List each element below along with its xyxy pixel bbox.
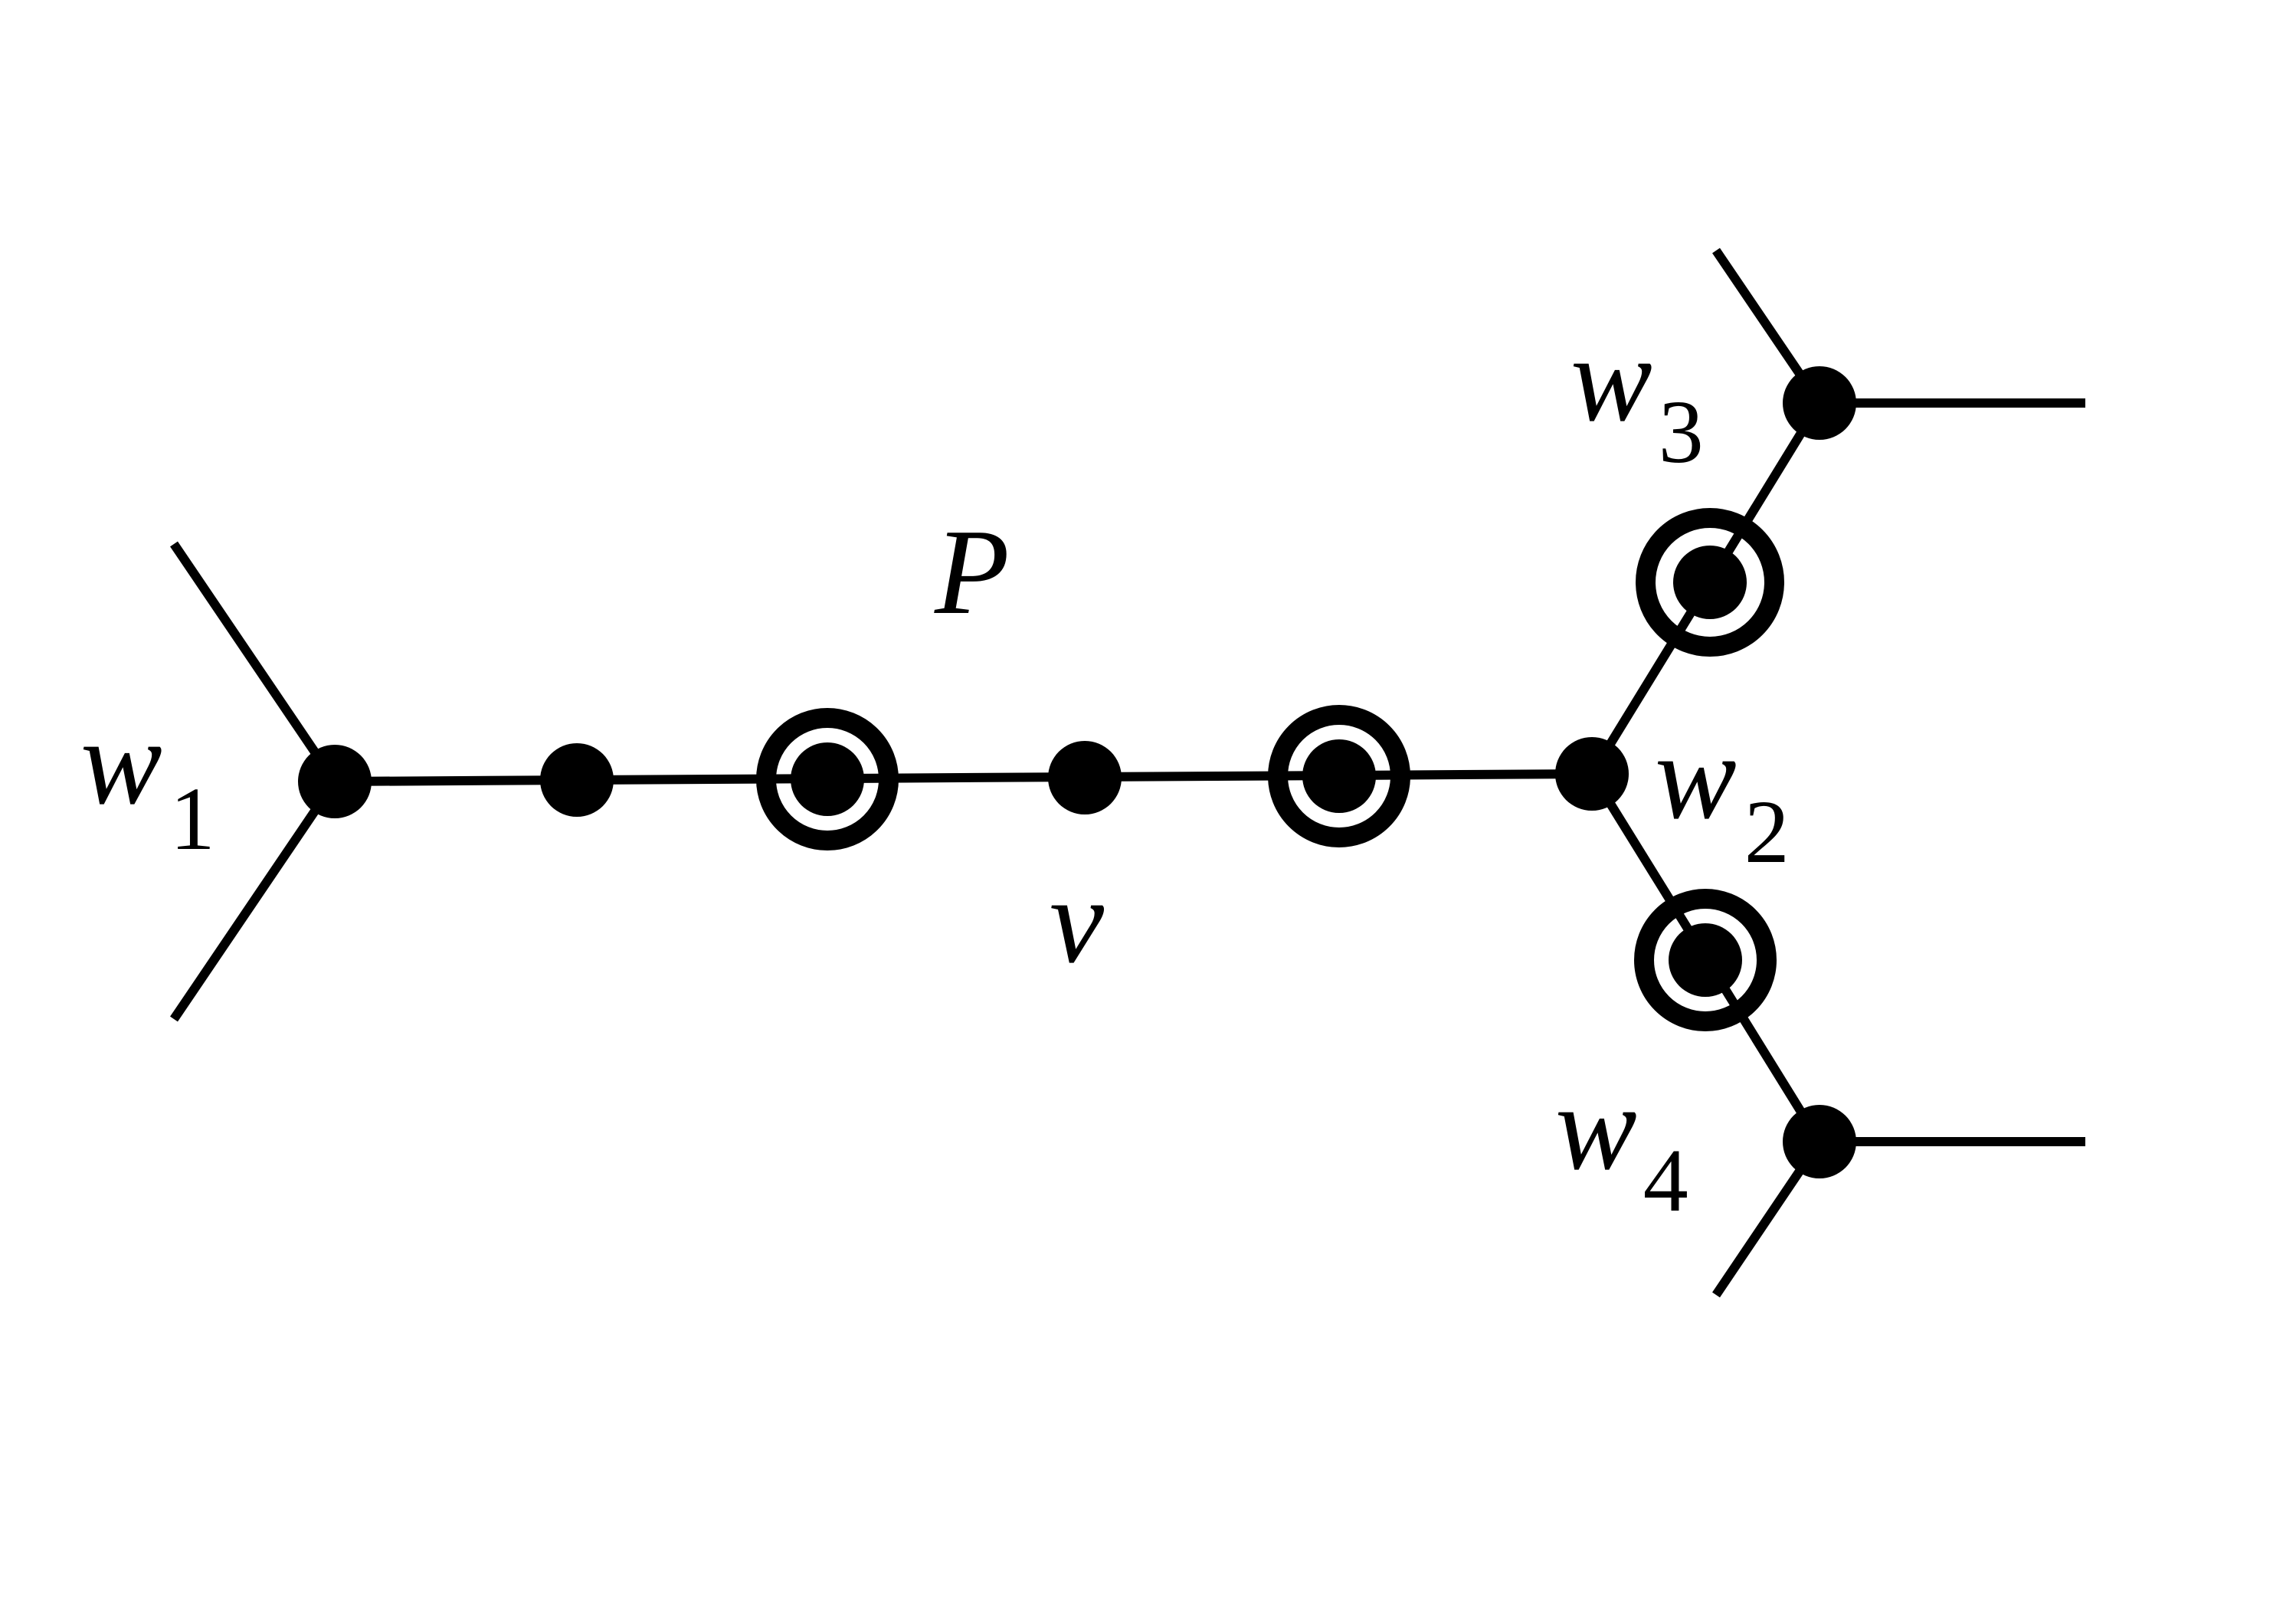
vertex-w4 xyxy=(1783,1105,1856,1178)
label-w2: w2 xyxy=(1655,708,1790,882)
vertex-branch-upper xyxy=(1673,546,1747,619)
label-w2-base: w xyxy=(1655,708,1737,844)
label-w4-base: w xyxy=(1555,1059,1637,1195)
label-w4: w4 xyxy=(1555,1059,1688,1231)
vertex-w2 xyxy=(1555,737,1629,811)
ring-branch-lower xyxy=(1634,889,1777,1031)
edge-w1-lower-stub xyxy=(170,778,339,1022)
label-p: P xyxy=(934,503,1010,640)
vertex-path-5 xyxy=(1302,739,1376,813)
ring-branch-upper xyxy=(1636,508,1784,657)
vertices xyxy=(298,366,1856,1178)
vertex-w3 xyxy=(1783,366,1856,440)
vertex-path-2 xyxy=(540,743,614,817)
vertex-v xyxy=(1048,741,1122,814)
vertex-path-3 xyxy=(791,742,864,816)
label-w1: w1 xyxy=(80,693,215,869)
edge-w1-upper-stub xyxy=(170,541,339,785)
label-w1-base: w xyxy=(80,693,162,830)
ring-path-vertex-5 xyxy=(1268,705,1410,847)
label-w3-base: w xyxy=(1571,310,1652,447)
vertex-branch-lower xyxy=(1669,923,1742,997)
vertex-w1 xyxy=(298,745,372,818)
labels: P v w1 w2 w3 w4 xyxy=(80,310,1790,1231)
rings xyxy=(756,508,1784,1031)
label-w3: w3 xyxy=(1571,310,1704,482)
ring-path-vertex-3 xyxy=(756,708,899,850)
label-w4-subscript: 4 xyxy=(1643,1130,1688,1231)
label-w1-subscript: 1 xyxy=(170,769,215,869)
label-w2-subscript: 2 xyxy=(1744,782,1790,882)
label-v: v xyxy=(1050,852,1105,988)
label-w3-subscript: 3 xyxy=(1659,382,1704,482)
